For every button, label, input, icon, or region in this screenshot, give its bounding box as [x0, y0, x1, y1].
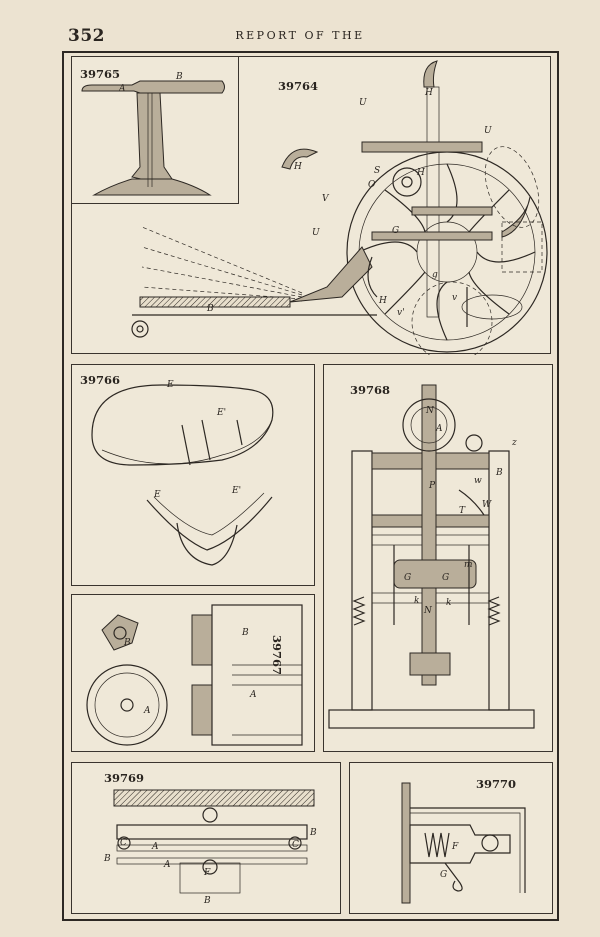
svg-text:z: z: [511, 438, 517, 448]
label-B: B: [175, 72, 183, 82]
svg-text:O: O: [368, 180, 376, 190]
svg-text:g: g: [432, 270, 438, 280]
svg-text:E: E: [166, 380, 174, 390]
svg-text:B: B: [123, 638, 131, 648]
svg-text:A: A: [435, 424, 443, 434]
svg-text:S: S: [374, 166, 380, 176]
figure-39766-number: 39766: [80, 373, 121, 387]
figure-39768-number: 39768: [350, 383, 391, 397]
svg-text:B: B: [206, 304, 214, 314]
figure-39768-panel: 39768 N A z P w B T W m G G k k N: [323, 364, 553, 752]
svg-text:F: F: [203, 868, 211, 878]
plate-frame: [62, 51, 559, 921]
svg-text:m: m: [464, 560, 473, 570]
svg-text:W: W: [482, 500, 492, 510]
svg-text:B: B: [103, 854, 111, 864]
svg-text:G: G: [442, 573, 449, 583]
svg-text:v': v': [397, 308, 405, 318]
figure-39769-drawing: B C A C B A F B: [103, 789, 317, 906]
figure-39769-number: 39769: [104, 771, 145, 785]
svg-text:N: N: [423, 606, 433, 616]
figure-39764-drawing: H U U H S H V U O G g H B v v': [131, 60, 548, 355]
svg-text:H: H: [416, 168, 425, 178]
svg-text:w: w: [474, 476, 482, 486]
svg-text:C: C: [292, 840, 299, 850]
figure-39770-drawing: F G: [401, 782, 526, 904]
svg-text:G: G: [440, 870, 447, 880]
svg-text:k: k: [414, 596, 419, 606]
svg-text:C: C: [120, 838, 127, 848]
svg-text:H: H: [424, 88, 433, 98]
svg-text:A: A: [143, 706, 151, 716]
svg-text:k: k: [446, 598, 451, 608]
svg-text:v: v: [452, 293, 457, 303]
figure-39764-number: 39764: [278, 79, 319, 93]
svg-text:A: A: [163, 860, 171, 870]
svg-text:E': E': [231, 486, 241, 496]
svg-text:F: F: [451, 842, 459, 852]
svg-text:U: U: [484, 126, 492, 136]
svg-text:N: N: [425, 406, 435, 416]
svg-text:T: T: [459, 506, 466, 516]
svg-text:B: B: [495, 468, 503, 478]
page-number: 352: [68, 26, 105, 46]
figure-39769-panel: 39769 B C A C B A F B: [71, 762, 341, 914]
svg-text:B: B: [241, 628, 249, 638]
figure-39770-number: 39770: [476, 777, 517, 791]
svg-text:G: G: [404, 573, 411, 583]
svg-text:A: A: [151, 842, 159, 852]
svg-text:B: B: [203, 896, 211, 906]
figure-39768-drawing: N A z P w B T W m G G k k N: [328, 384, 535, 729]
figure-39767-drawing: B A B A: [86, 604, 303, 746]
svg-text:U: U: [359, 98, 367, 108]
svg-text:V: V: [322, 194, 330, 204]
figure-39765-number: 39765: [80, 67, 121, 81]
svg-text:E': E': [216, 408, 226, 418]
svg-text:E: E: [153, 490, 161, 500]
figure-39765-drawing: A B: [81, 72, 225, 196]
svg-text:P: P: [428, 481, 436, 491]
figure-39767-panel: 39767 B A B A: [71, 594, 315, 752]
figure-39765-panel: 39765 A B: [71, 56, 239, 204]
svg-text:B: B: [309, 828, 317, 838]
svg-text:H: H: [378, 296, 387, 306]
label-A: A: [118, 84, 126, 94]
figure-39766-drawing: E E' E E': [91, 380, 274, 566]
running-head: REPORT OF THE: [235, 29, 365, 42]
figure-39766-panel: 39766 E E' E E': [71, 364, 315, 586]
svg-text:A: A: [249, 690, 257, 700]
svg-text:G: G: [392, 226, 399, 236]
figure-39770-panel: 39770 F G: [349, 762, 553, 914]
svg-text:H: H: [293, 162, 302, 172]
svg-text:U: U: [312, 228, 320, 238]
